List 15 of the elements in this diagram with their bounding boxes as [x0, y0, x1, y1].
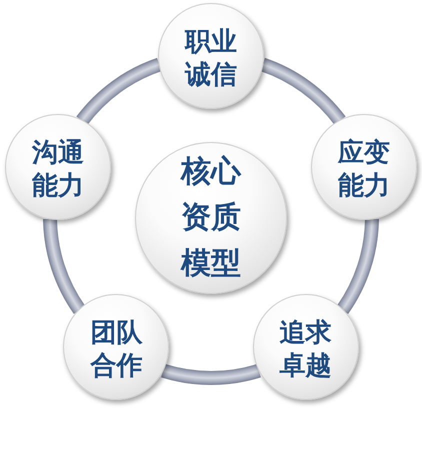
circle-label: 核心资质模型 [180, 153, 242, 283]
competency-circle [63, 294, 170, 400]
ring-segment [43, 218, 86, 314]
circle-label: 沟通能力 [30, 136, 85, 203]
ring-segment [161, 364, 261, 385]
circle-label: 应变能力 [336, 136, 392, 203]
competency-circle [311, 114, 418, 220]
competency-circle [4, 114, 111, 220]
competency-circle [252, 294, 359, 400]
ring-segment [336, 218, 379, 314]
circle-label: 追求卓越 [278, 316, 333, 383]
ring-segment [260, 58, 346, 126]
circle-label: 职业诚信 [184, 26, 238, 92]
ring-segment [76, 58, 162, 126]
circle-label: 团队合作 [89, 316, 144, 383]
